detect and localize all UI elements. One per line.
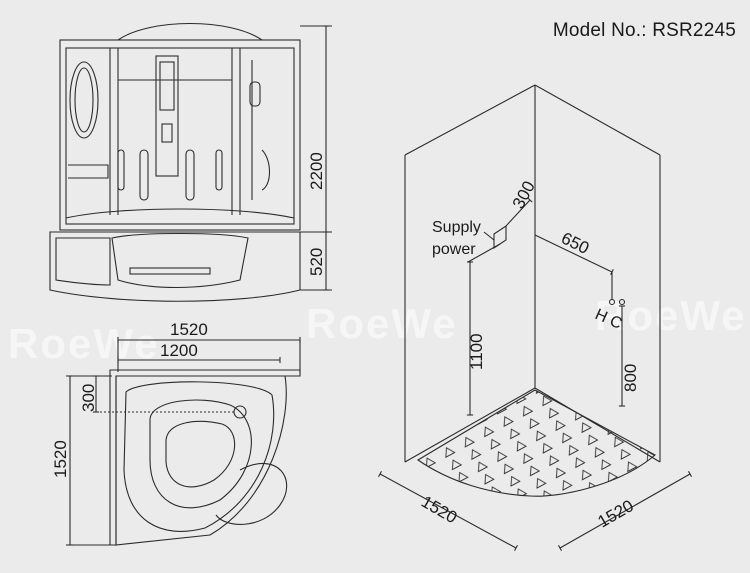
supply-box [493,224,507,250]
plan-step [215,463,288,525]
dim-label-2200: 2200 [307,152,326,190]
dim-ext-supply [467,243,501,263]
plan-walls [109,369,301,546]
plan-basin-inner [165,420,236,488]
front-jet-left-2 [117,149,125,191]
dim-label-300-supply: 300 [509,178,539,212]
dim-line-1520-floor-right [558,471,692,551]
front-seat [68,164,109,179]
dim-label-1520-floor-right: 1520 [595,496,637,531]
dim-label-300-plan: 300 [79,384,98,412]
wall-top-right [534,84,661,156]
dim-line-300-supply [505,197,533,227]
dim-line-1520-floor-left [378,471,518,551]
model-number: Model No.: RSR2245 [552,20,736,41]
floor-line-left [404,387,536,463]
front-tray-line [65,208,295,219]
front-jet-left [139,149,149,201]
dim-label-1100: 1100 [467,333,486,370]
front-frame-inner [65,47,295,225]
valve-cold [618,298,626,306]
front-jet-right-2 [215,149,223,191]
supply-label-line2: power [432,241,476,258]
front-frame [59,39,301,231]
supply-leader [483,231,495,241]
front-base-vent [129,267,211,275]
floor-tray [416,389,656,497]
dim-line-650 [534,234,614,276]
dim-label-1520-floor-left: 1520 [418,492,460,527]
plan-view [66,336,301,546]
front-jet-column [155,55,179,177]
supply-label-line1: Supply [432,219,481,236]
front-shower-head [249,81,261,107]
wall-top-left [404,84,536,156]
dim-label-800: 800 [621,364,640,392]
front-base-panel-center [111,232,249,289]
dim-label-520: 520 [307,248,326,276]
dim-label-1200: 1200 [160,341,198,360]
plan-basin [149,399,252,509]
front-oval-window-inner [74,67,94,133]
front-jet-right [185,149,195,201]
front-base-panel-left [55,237,111,286]
front-shower-hose [261,149,271,191]
watermark-center: RoeWe [306,300,458,347]
dim-label-1520-left: 1520 [51,440,70,478]
watermark-group: RoeWe RoeWe RoeWe [8,292,745,367]
front-roof [117,23,263,41]
front-oval-window [69,61,99,139]
valve-hot [608,298,616,306]
front-base [49,231,301,302]
install-view [378,84,692,551]
dim-label-1520-top: 1520 [170,320,208,339]
plan-tub-rim [123,381,275,532]
plan-tub-outer [115,375,287,546]
front-jet-grid [159,61,175,111]
front-view [49,23,332,302]
front-control [161,123,173,143]
dim-label-650: 650 [558,229,592,259]
